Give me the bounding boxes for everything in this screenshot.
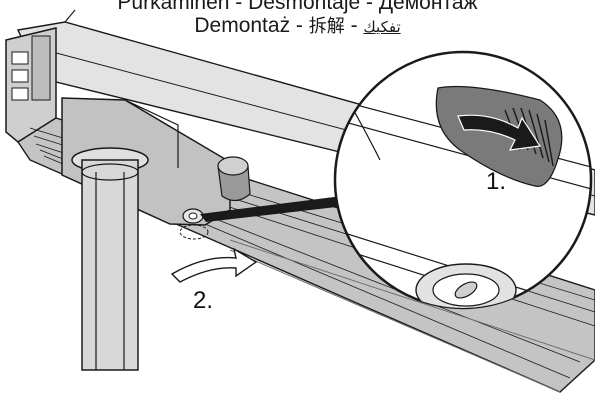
header-arabic: تفكيك <box>363 18 401 36</box>
adjuster-knob <box>217 165 251 202</box>
header-title-line-1: Purkaminen - Desmontaje - Демонтаж <box>117 0 478 14</box>
pole <box>81 159 139 371</box>
rotate-arrow-icon <box>170 247 258 283</box>
rotate-arrow-icon <box>457 114 542 151</box>
header-title-line-2: Demontaż - 拆解 - تفكيك <box>0 12 595 38</box>
header-chinese: 拆解 <box>308 16 345 36</box>
knurled-wheel <box>435 85 563 187</box>
step-2-label: 2. <box>193 287 214 314</box>
leader-line <box>200 196 345 222</box>
header-latin: Demontaż - <box>194 14 309 37</box>
header-separator: - <box>344 14 364 37</box>
step-1-label: 1. <box>486 168 507 195</box>
